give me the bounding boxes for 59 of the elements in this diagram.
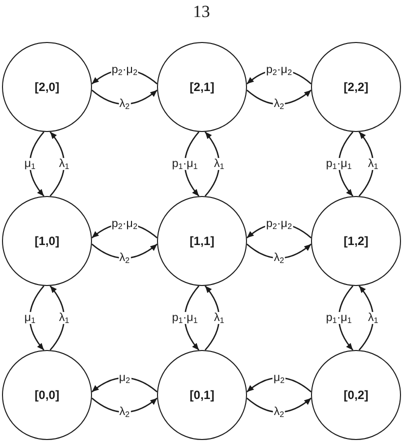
edge-label: μ$_{2}$	[118, 372, 132, 384]
transition-arrow	[50, 285, 65, 351]
edge-label: p$_{1}$·μ$_{1}$	[324, 158, 353, 170]
edge-label: p$_{2}$·μ$_{2}$	[265, 64, 293, 76]
state-label: [2,2]	[344, 81, 368, 93]
edge-label: p$_{2}$·μ$_{2}$	[265, 218, 293, 230]
transition-arrow	[50, 131, 65, 197]
transition-arrow	[246, 90, 312, 105]
transition-arrow	[246, 377, 312, 392]
edge-label: λ$_{2}$	[118, 406, 131, 418]
transition-arrow	[204, 285, 220, 351]
page-number: 13	[193, 2, 210, 22]
state-circle	[311, 42, 401, 132]
state-circle	[311, 196, 401, 286]
transition-arrow	[91, 90, 158, 105]
edge-label: λ$_{2}$	[272, 406, 286, 418]
edge-label: λ$_{2}$	[118, 98, 131, 110]
edge-label: p$_{1}$·μ$_{1}$	[170, 158, 199, 170]
transition-arrow	[246, 398, 312, 413]
edge-label: μ$_{1}$	[23, 312, 36, 324]
transition-arrow	[246, 244, 312, 259]
transition-arrow	[91, 244, 158, 259]
state-label: [1,0]	[34, 235, 60, 247]
state-label: [0,1]	[190, 389, 214, 401]
state-circle	[2, 196, 92, 286]
state-label: [0,2]	[344, 389, 368, 401]
edge-label: p$_{2}$·μ$_{2}$	[110, 64, 138, 76]
state-label: [1,2]	[344, 235, 368, 247]
state-label: [2,0]	[34, 81, 60, 93]
edge-label: λ$_{1}$	[367, 312, 380, 324]
state-label: [0,0]	[34, 389, 60, 401]
state-circle	[311, 350, 401, 440]
edge-label: p$_{1}$·μ$_{1}$	[324, 312, 353, 324]
state-circle	[157, 350, 247, 440]
edge-label: λ$_{1}$	[58, 312, 70, 324]
edge-label: λ$_{1}$	[367, 158, 380, 170]
edge-label: λ$_{1}$	[58, 158, 70, 170]
edge-label: λ$_{2}$	[118, 252, 131, 264]
edge-label: λ$_{1}$	[213, 158, 226, 170]
transition-arrow	[358, 285, 374, 351]
edge-label: λ$_{1}$	[213, 312, 226, 324]
transition-arrow	[358, 131, 374, 197]
edge-label: λ$_{2}$	[272, 252, 286, 264]
transition-arrow	[91, 377, 158, 392]
state-circle	[2, 350, 92, 440]
transition-arrow	[29, 285, 44, 351]
state-label: [2,1]	[190, 81, 214, 93]
state-circle	[157, 196, 247, 286]
edge-label: p$_{2}$·μ$_{2}$	[110, 218, 138, 230]
transition-arrow	[204, 131, 220, 197]
edge-label: p$_{1}$·μ$_{1}$	[170, 312, 199, 324]
edge-label: μ$_{1}$	[23, 158, 36, 170]
state-label: [1,1]	[190, 235, 214, 247]
transition-arrow	[29, 131, 44, 197]
transition-arrow	[91, 398, 158, 413]
edge-label: λ$_{2}$	[272, 98, 286, 110]
state-circle	[2, 42, 92, 132]
edge-label: μ$_{2}$	[272, 372, 286, 384]
state-circle	[157, 42, 247, 132]
